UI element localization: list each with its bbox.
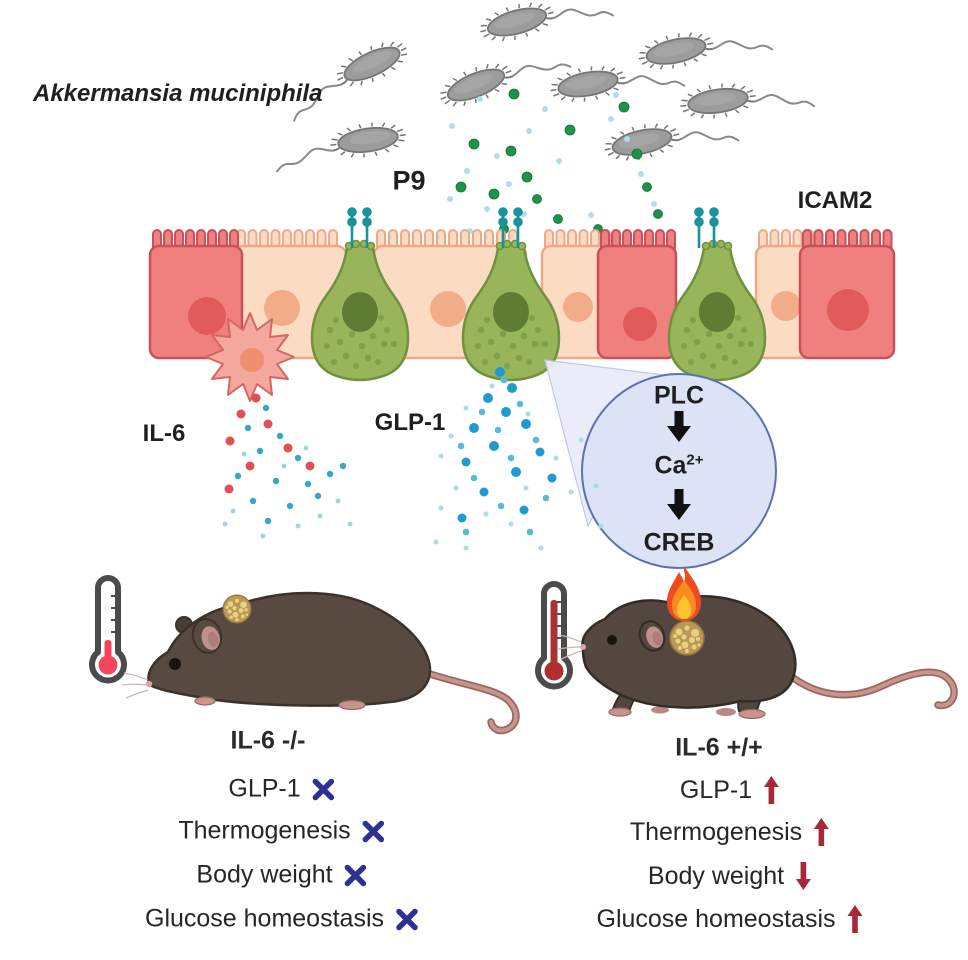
thermometer-low-icon <box>92 578 124 680</box>
brown-fat-icon <box>669 620 705 656</box>
left-genotype-label: IL-6 -/- <box>230 726 306 755</box>
phenotype-label: Thermogenesis <box>629 817 803 846</box>
phenotype-row: Thermogenesis <box>630 817 830 847</box>
mouse-ear <box>638 620 666 652</box>
brown-fat-icon <box>222 594 252 624</box>
phenotype-row: Glucose homeostasis <box>145 905 419 934</box>
phenotype-label: GLP-1 <box>228 774 301 803</box>
plc-label: PLC <box>654 381 704 410</box>
creb-label: CREB <box>643 528 715 557</box>
trend-arrow-icon <box>847 904 864 934</box>
mouse-paw <box>608 707 632 717</box>
mouse-eye <box>607 635 617 645</box>
trend-arrow-icon <box>813 817 830 847</box>
phenotype-row: Thermogenesis <box>178 817 385 846</box>
bacteria-group <box>270 0 816 174</box>
red-epithelial-cell <box>798 229 896 360</box>
p9-molecule-dots <box>447 88 663 234</box>
icam2-label: ICAM2 <box>797 187 873 214</box>
right-genotype-label: IL-6 +/+ <box>675 733 763 762</box>
mouse-nose <box>145 680 153 688</box>
red-epithelial-cell <box>596 229 678 360</box>
mouse-paw <box>194 696 216 706</box>
knockout-mouse-figure <box>121 591 520 735</box>
trend-arrow-icon <box>763 775 780 805</box>
phenotype-label: Thermogenesis <box>178 816 351 845</box>
epithelium-red-cells <box>148 229 896 360</box>
glp1-dots <box>433 367 604 551</box>
cross-mark-icon <box>344 863 368 887</box>
mouse-nose <box>580 644 586 650</box>
flame-icon <box>667 566 701 621</box>
cross-mark-icon <box>395 907 419 931</box>
mouse-whiskers <box>557 634 582 660</box>
wildtype-mouse-figure <box>557 566 958 720</box>
phenotype-row: Glucose homeostasis <box>596 904 863 934</box>
mouse-whiskers <box>121 672 149 699</box>
red-epithelial-cell <box>148 229 244 360</box>
phenotype-row: Body weight <box>648 861 812 891</box>
trend-arrow-icon <box>795 861 812 891</box>
phenotype-label: Body weight <box>647 861 785 890</box>
phenotype-label: Glucose homeostasis <box>144 904 385 933</box>
cross-mark-icon <box>312 777 336 801</box>
cross-mark-icon <box>362 819 386 843</box>
mouse-body <box>147 591 432 707</box>
phenotype-label: Glucose homeostasis <box>596 904 836 933</box>
immune-cell-icon <box>205 312 295 402</box>
mouse-ear <box>191 618 223 654</box>
glp1-label: GLP-1 <box>374 409 446 436</box>
ca-label: Ca2+ <box>654 451 704 480</box>
l-cell <box>667 239 767 382</box>
phenotype-row: Body weight <box>196 861 367 890</box>
il6-label: IL-6 <box>142 420 186 447</box>
phenotype-label: GLP-1 <box>679 775 753 804</box>
p9-label: P9 <box>392 165 426 196</box>
mouse-eye <box>169 658 181 670</box>
phenotype-row: GLP-1 <box>228 775 335 804</box>
organism-label: Akkermansia muciniphila <box>33 80 323 107</box>
il6-dots <box>222 393 353 539</box>
mouse-paw <box>738 708 766 720</box>
signaling-circle <box>581 373 777 569</box>
mouse-tail <box>420 668 520 735</box>
mouse-paw <box>338 699 366 711</box>
zoom-callout <box>544 359 777 569</box>
phenotype-row: GLP-1 <box>680 775 780 805</box>
phenotype-label: Body weight <box>196 860 333 889</box>
thermometer-high-icon <box>538 584 570 686</box>
